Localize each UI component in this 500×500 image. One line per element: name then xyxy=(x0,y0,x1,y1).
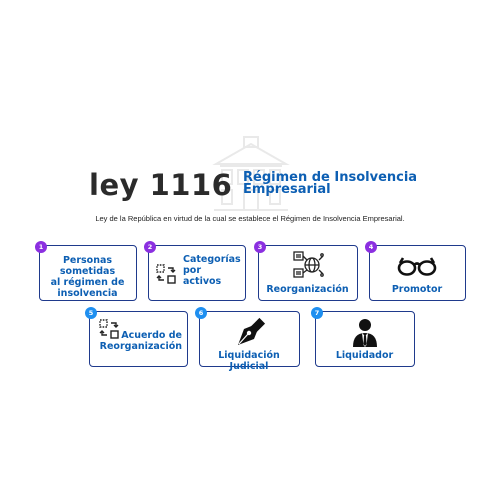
card-label: Acuerdo de Reorganización xyxy=(99,330,182,352)
agreement-swap-icon xyxy=(99,319,119,339)
card-promotor[interactable]: 4 Promotor xyxy=(365,241,466,301)
card-label: Personas sometidas al régimen de insolve… xyxy=(50,255,125,299)
card-liquidacion-judicial[interactable]: 6 Liquidación Judicial xyxy=(195,307,300,372)
card-label: Promotor xyxy=(391,284,443,295)
card-label: Categorías por activos xyxy=(183,254,241,287)
step-badge: 4 xyxy=(365,241,377,253)
category-swap-icon xyxy=(156,264,176,284)
building-watermark-icon xyxy=(212,136,290,211)
glasses-icon xyxy=(397,257,437,276)
card-acuerdo-reorganizacion[interactable]: 5 Acuerdo de Reorganización xyxy=(85,307,188,367)
step-badge: 6 xyxy=(195,307,207,319)
card-label: Liquidador xyxy=(335,350,394,361)
step-badge: 7 xyxy=(311,307,323,319)
law-description: Ley de la República en virtud de la cual… xyxy=(95,214,405,223)
fountain-pen-icon xyxy=(238,317,266,345)
card-reorganizacion[interactable]: 3 Reorganización xyxy=(254,241,358,301)
title-row: ley 1116 Régimen de Insolvencia Empresar… xyxy=(0,166,500,206)
step-badge: 5 xyxy=(85,307,97,319)
page-subtitle: Régimen de Insolvencia Empresarial xyxy=(243,170,418,197)
step-badge: 3 xyxy=(254,241,266,253)
step-badge: 2 xyxy=(144,241,156,253)
card-categorias-activos[interactable]: 2 Categorías por activos xyxy=(144,241,246,301)
card-liquidador[interactable]: 7 Liquidador xyxy=(311,307,415,367)
card-personas-sometidas[interactable]: 1 Personas sometidas al régimen de insol… xyxy=(35,241,137,301)
businessman-icon xyxy=(353,319,377,347)
page-title: ley 1116 xyxy=(89,168,233,202)
step-badge: 1 xyxy=(35,241,47,253)
card-label: Liquidación Judicial xyxy=(218,350,280,372)
network-globe-icon xyxy=(293,251,324,278)
card-label: Reorganización xyxy=(266,284,349,295)
